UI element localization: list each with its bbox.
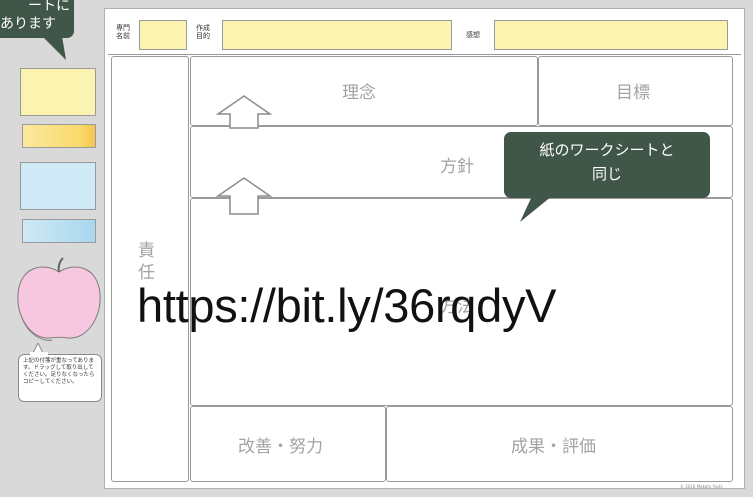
impression-field[interactable] [494,20,728,50]
callout-tail [520,196,552,222]
overlay-url[interactable]: https://bit.ly/36rqdyV [137,279,557,332]
callout-line1: 紙のワークシートと [539,141,675,159]
method-label: 方法 [440,297,474,317]
copyright: © 2016 Makoto Yoshi [680,484,723,489]
name-label-1: 専門 [116,24,130,32]
worksheet-callout: 紙のワークシートと 同じ [504,132,710,198]
improvement-label: 改善・努力 [238,437,323,457]
philosophy-cell[interactable] [190,56,538,126]
policy-label: 方針 [440,157,474,177]
purpose-field[interactable] [222,20,452,50]
sticky-strip-blue[interactable] [22,219,96,243]
responsibility-label: 責任 [138,241,155,283]
instruction-note: 上記の付箋が重なってあります。ドラッグして取り出してください。足りなくなったらコ… [18,354,102,402]
name-field[interactable] [139,20,187,50]
results-cell[interactable] [386,406,733,482]
purpose-label-2: 目的 [196,32,210,40]
top-left-callout-line2: あります [0,16,56,32]
top-left-callout-tail [42,36,66,60]
impression-label: 感想 [466,31,480,39]
sticky-note-blue[interactable] [20,162,96,210]
philosophy-label: 理念 [342,83,376,103]
sticky-note-yellow[interactable] [20,68,96,116]
goal-cell[interactable] [538,56,733,126]
callout-line2: 同じ [591,165,622,183]
improvement-cell[interactable] [190,406,386,482]
top-left-callout [0,0,74,38]
sticky-strip-yellow[interactable] [22,124,96,148]
up-arrow-icon [215,95,273,129]
method-cell[interactable] [190,198,733,406]
goal-label: 目標 [616,83,650,103]
name-label-2: 名前 [116,32,130,40]
purpose-label-1: 作成 [196,24,210,32]
responsibility-cell[interactable] [111,56,189,482]
apple-sticky[interactable] [14,256,104,346]
up-arrow-icon [215,177,273,215]
top-left-callout-line1: ートに [28,0,70,14]
results-label: 成果・評価 [511,437,596,457]
